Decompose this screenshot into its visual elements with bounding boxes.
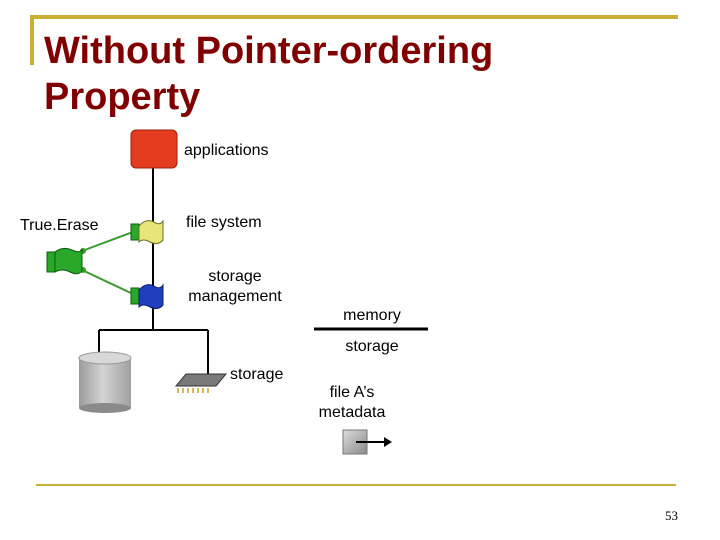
memory-chip-icon [174, 373, 228, 393]
storage-management-flag-icon [130, 283, 164, 310]
trueerase-connector-bottom [81, 269, 134, 295]
frame-top-border [30, 15, 678, 19]
pointer-arrow-icon [356, 437, 392, 447]
storage-label: storage [230, 366, 284, 383]
trueerase-flag-icon [46, 247, 83, 275]
frame-left-border [30, 15, 34, 65]
file-system-flag-icon [130, 219, 164, 245]
file-system-label: file system [186, 214, 262, 231]
storage-right-label: storage [345, 338, 399, 355]
slide-title: Without Pointer-ordering Property [44, 30, 494, 118]
page-number: 53 [665, 508, 678, 523]
storage-management-label: storage management [188, 268, 282, 305]
applications-label: applications [184, 142, 269, 159]
trueerase-connector-top [81, 231, 134, 252]
frame-bottom-border [36, 484, 676, 486]
memory-label: memory [343, 307, 401, 324]
disk-icon [78, 351, 132, 413]
trueerase-label: True.Erase [20, 217, 99, 234]
applications-block [130, 129, 178, 169]
file-metadata-label: file A’s metadata [318, 384, 386, 421]
